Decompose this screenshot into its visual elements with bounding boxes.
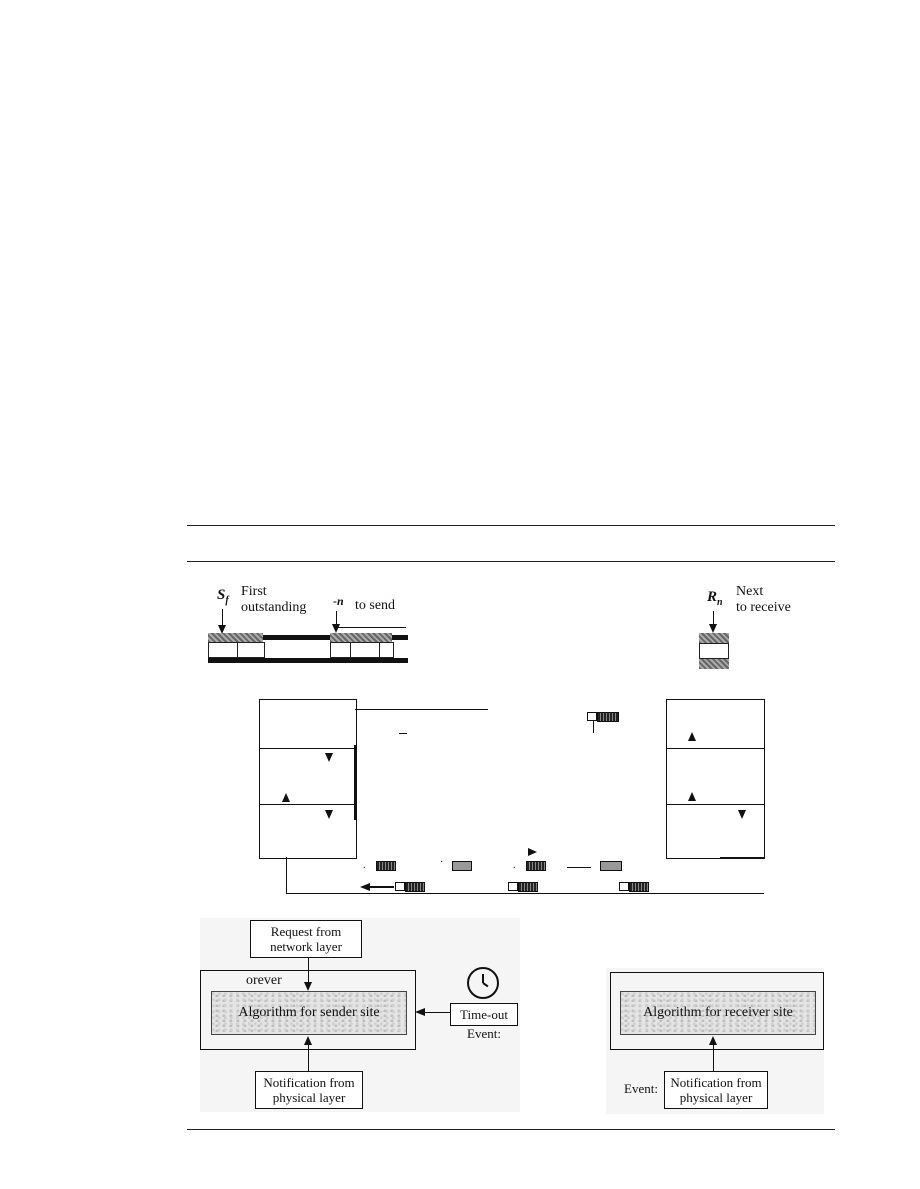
data-frame-3 (526, 861, 546, 871)
data-frame-1 (376, 861, 396, 871)
timeout-box: Time-out (450, 1003, 518, 1026)
ack-line (370, 886, 394, 888)
request-arrow-icon (304, 982, 312, 991)
sender-window-hatch-right (330, 633, 392, 642)
data-frame-2 (452, 861, 472, 871)
sender-top-bar (263, 635, 330, 640)
receiver-algorithm-box: Algorithm for receiver site (620, 991, 816, 1035)
receiver-notify-line (713, 1042, 714, 1072)
sf-symbol: Sf (217, 587, 229, 606)
ack-frame-1 (405, 882, 425, 892)
sender-cell-row-right (330, 642, 394, 658)
forever-label: orever (246, 973, 282, 988)
sender-bottom-bar (208, 658, 408, 663)
rn-arrow-icon (709, 624, 717, 633)
top-frame-white (587, 712, 597, 721)
bottom-rule (187, 1129, 835, 1130)
caption-rule (187, 561, 835, 562)
row-dot-3: . (513, 860, 516, 871)
receiver-loop-frame (610, 972, 824, 1050)
sender-cell-row-left (208, 642, 265, 658)
row-dot-1: . (363, 860, 366, 871)
receiver-column-foot (720, 857, 764, 859)
notify-arrow-icon (304, 1036, 312, 1045)
sender-top-bar-end (392, 635, 408, 640)
sf-pointer (222, 609, 223, 629)
ack-frame-2-white (508, 882, 518, 891)
sn-bracket (336, 627, 406, 628)
receiver-hatch-bottom (699, 659, 729, 669)
top-frame-dark (597, 712, 619, 722)
receiver-event-label: Event: (624, 1081, 658, 1096)
sender-notification-box: Notification from physical layer (255, 1071, 363, 1109)
sn-symbol: -n (333, 594, 344, 608)
ack-frame-2 (518, 882, 538, 892)
sender-column (259, 699, 357, 859)
ack-frame-3-white (619, 882, 629, 891)
sf-label: First outstanding (241, 584, 307, 615)
row-dot-2: · (440, 857, 444, 868)
receiver-up-arrow-2 (688, 792, 696, 801)
data-flow-dash (567, 867, 591, 868)
sender-algorithm-box: Algorithm for sender site (211, 991, 407, 1035)
timeout-arrow-line (424, 1012, 450, 1013)
return-line-horizontal (286, 893, 764, 894)
request-arrow-line (308, 958, 309, 986)
sender-event-label: Event: (467, 1026, 501, 1041)
receiver-down-arrow (738, 810, 746, 819)
rn-symbol: Rn (707, 589, 723, 608)
sender-down-arrow-1 (325, 753, 333, 762)
request-box: Request from network layer (250, 920, 362, 958)
sf-arrow-icon (218, 625, 226, 634)
clock-icon (467, 967, 499, 999)
sender-window-hatch-left (208, 633, 263, 642)
return-line-vertical (286, 857, 287, 893)
link-line-top (355, 709, 488, 710)
timeout-arrow-icon (415, 1008, 425, 1016)
sn-label: to send (355, 598, 396, 613)
link-tick (399, 733, 407, 734)
receiver-hatch-top (699, 633, 729, 643)
sender-column-edge (354, 745, 356, 820)
sn-pointer (336, 611, 337, 628)
receiver-notify-arrow-icon (709, 1036, 717, 1045)
data-flow-arrow-icon (528, 848, 537, 856)
rn-pointer (713, 611, 714, 628)
ack-arrow-icon (360, 883, 370, 891)
receiver-up-arrow-1 (688, 732, 696, 741)
notify-arrow-line (308, 1042, 309, 1072)
sender-down-arrow-2 (325, 810, 333, 819)
receiver-column (666, 699, 765, 859)
top-rule (187, 525, 835, 526)
ack-frame-3 (629, 882, 649, 892)
top-frame-drop (593, 721, 594, 733)
receiver-cell (699, 643, 729, 659)
sn-arrow-icon (332, 624, 340, 633)
rn-label: Next to receive (736, 584, 791, 615)
receiver-notification-box: Notification from physical layer (664, 1071, 768, 1109)
sender-up-arrow (282, 793, 290, 802)
ack-frame-1-white (395, 882, 405, 891)
data-frame-4 (600, 861, 622, 871)
